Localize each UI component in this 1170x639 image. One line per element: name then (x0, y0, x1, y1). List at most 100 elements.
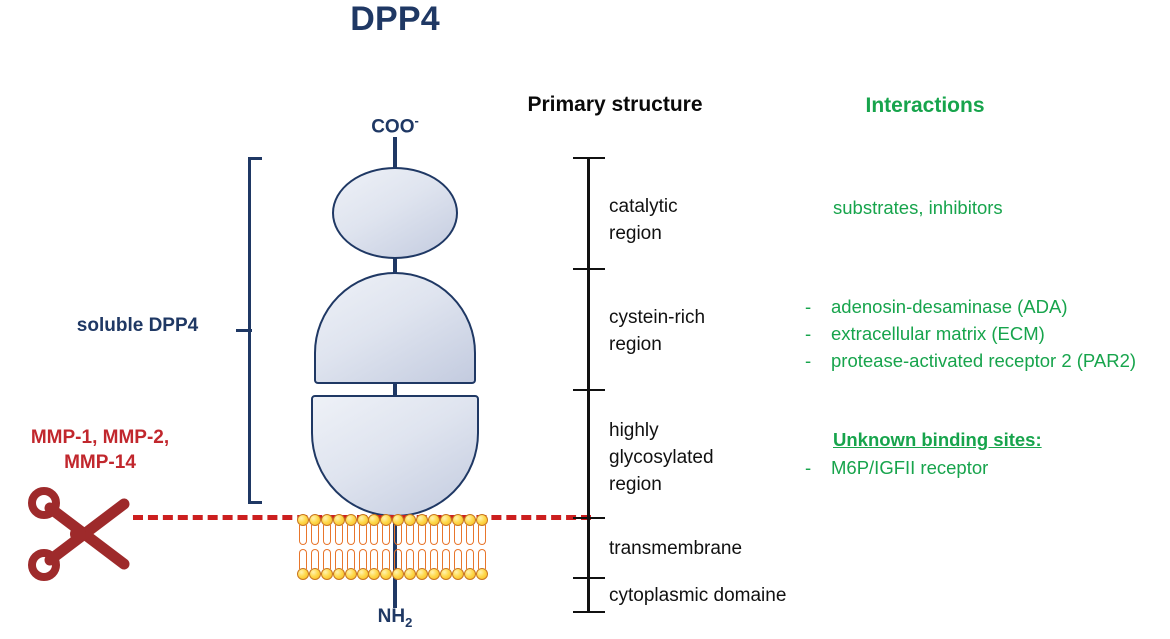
axis-tick-catalytic-end (573, 268, 605, 270)
lipid-head-inner (439, 568, 452, 580)
axis-tick-transmembrane-end (573, 577, 605, 579)
lipid-bilayer-membrane (297, 514, 488, 582)
lipid-head-inner (356, 568, 369, 580)
bullet-dash-icon: - (805, 296, 812, 317)
lipid-tail-inner (418, 549, 426, 569)
lipid-tail-outer (299, 525, 307, 545)
n-terminus-label: NH2 (330, 606, 460, 630)
lipid-head-inner (297, 568, 309, 580)
coo-charge: - (414, 113, 419, 128)
lipid-tail-inner (453, 549, 462, 569)
lipid-tail-inner (441, 549, 450, 569)
region-label-cystein-rich: cystein-rich region (609, 305, 705, 359)
lipid-head-inner (368, 568, 381, 580)
list-item-label: M6P/IGFII receptor (831, 457, 989, 478)
lipid-tail-outer (406, 525, 415, 545)
list-item-label: protease-activated receptor 2 (PAR2) (831, 349, 1137, 371)
lipid-tail-inner (334, 549, 343, 569)
lipid-head-inner (392, 568, 405, 580)
lipid-head-inner (344, 568, 357, 580)
lipid-head-inner (332, 568, 345, 580)
list-item: - adenosin-desaminase (ADA) (805, 294, 1136, 321)
backbone-stem-middle-link (393, 381, 397, 399)
list-item: - protease-activated receptor 2 (PAR2) (805, 348, 1136, 375)
region-line: highly (609, 420, 659, 441)
highly-glycosylated-domain-shape (311, 395, 479, 517)
list-item-label: extracellular matrix (ECM) (831, 322, 1045, 344)
axis-tick-glyco-end (573, 517, 605, 519)
lipid-tail-outer (441, 525, 450, 545)
region-line: cystein-rich (609, 307, 706, 328)
lipid-head-inner (320, 568, 333, 580)
lipid-tail-inner (465, 549, 474, 569)
lipid-head-inner (451, 568, 464, 580)
primary-structure-header: Primary structure (527, 93, 703, 116)
lipid-tail-outer (346, 525, 355, 545)
list-item: - extracellular matrix (ECM) (805, 321, 1136, 348)
region-label-cytoplasmic-domaine: cytoplasmic domaine (609, 583, 786, 610)
lipid-tail-inner (322, 549, 331, 569)
scissors-icon (28, 487, 130, 581)
lipid-tail-outer (310, 525, 319, 545)
lipid-tail-outer (453, 525, 462, 545)
lipid-tail-inner (346, 549, 355, 569)
interaction-substrates-inhibitors: substrates, inhibitors (833, 197, 1003, 218)
scissors-pivot (70, 526, 86, 542)
bullet-dash-icon: - (805, 322, 812, 344)
coo-text: COO (371, 116, 415, 138)
soluble-dpp4-bracket-tick (236, 329, 252, 332)
lipid-head-inner (416, 568, 428, 580)
lipid-tail-inner (429, 549, 438, 569)
lipid-head-inner (404, 568, 417, 580)
lipid-tail-outer (334, 525, 343, 545)
region-label-transmembrane: transmembrane (609, 536, 742, 563)
lipid-head-inner (475, 568, 488, 580)
lipid-tail-inner (406, 549, 415, 569)
lipid-tail-outer (382, 525, 391, 545)
lipid-tail-outer (370, 525, 379, 545)
interactions-header: Interactions (865, 94, 985, 117)
lipid-tail-outer (322, 525, 331, 545)
lipid-tail-outer (429, 525, 438, 545)
nh2-subscript: 2 (405, 614, 413, 630)
region-label-highly-glycosylated: highly glycosylated region (609, 418, 714, 499)
backbone-stem-top (393, 137, 397, 169)
lipid-tail-inner (382, 549, 391, 569)
nh2-text: NH (377, 606, 406, 627)
cystein-rich-domain-shape (314, 272, 476, 384)
bullet-dash-icon: - (805, 349, 812, 371)
lipid-tail-outer (358, 525, 367, 545)
region-line: catalytic (609, 196, 678, 217)
backbone-stem-upper-link (393, 256, 397, 276)
unknown-binding-sites-list: - M6P/IGFII receptor (805, 455, 988, 482)
lipid-head-inner (380, 568, 393, 580)
list-item: - M6P/IGFII receptor (805, 455, 988, 482)
lipid-tail-outer (418, 525, 426, 545)
lipid-tail-inner (358, 549, 367, 569)
lipid-head-inner (427, 568, 440, 580)
axis-tick-top (573, 157, 605, 159)
lipid-tail-outer (477, 525, 486, 545)
soluble-dpp4-label: soluble DPP4 (76, 315, 199, 336)
mmp-line-1: MMP-1, MMP-2, (30, 427, 170, 448)
unknown-binding-sites-heading: Unknown binding sites: (833, 429, 1042, 450)
axis-tick-cystein-end (573, 389, 605, 391)
lipid-head-inner (308, 568, 321, 580)
interaction-binding-partner-list: - adenosin-desaminase (ADA) - extracellu… (805, 294, 1136, 374)
lipid-tail-outer (465, 525, 474, 545)
region-line: transmembrane (609, 538, 743, 559)
primary-structure-axis (587, 157, 590, 613)
c-terminus-label: COO- (330, 113, 460, 138)
axis-tick-bottom (573, 611, 605, 613)
region-line: cytoplasmic domaine (609, 585, 787, 606)
lipid-tail-inner (310, 549, 319, 569)
catalytic-domain-shape (332, 167, 458, 259)
region-line: glycosylated (609, 446, 714, 468)
lipid-tail-inner (394, 549, 403, 569)
region-line: region (609, 222, 662, 244)
lipid-tail-inner (299, 549, 307, 569)
page-title: DPP4 (350, 0, 440, 38)
region-line: region (609, 333, 662, 355)
mmp-enzymes-label: MMP-1, MMP-2, MMP-14 (0, 425, 200, 475)
